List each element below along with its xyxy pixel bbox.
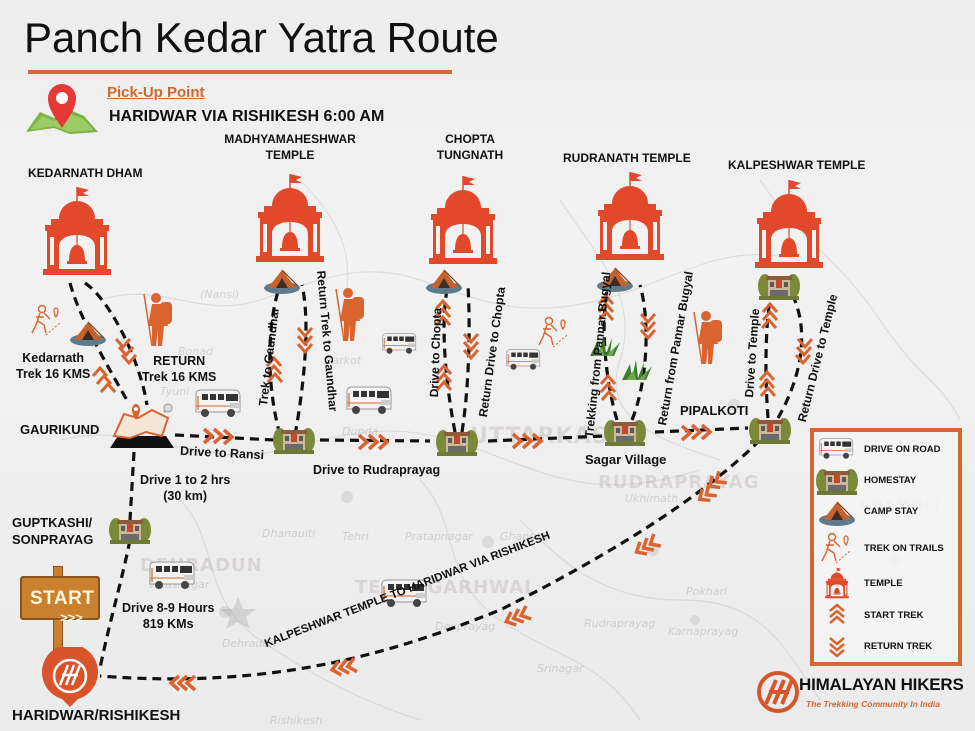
map-town: Bonad [178, 345, 213, 358]
temple-icon [824, 567, 850, 599]
homestay-icon [109, 518, 151, 544]
temple-label-kalpeshwar: KALPESHWAR TEMPLE [728, 158, 866, 172]
chevrons-up-icon [829, 603, 845, 624]
hiker-icon [693, 310, 723, 365]
tent-icon [426, 269, 462, 295]
temple-label-rudranath: RUDRANATH TEMPLE [563, 151, 691, 165]
legend-item-homestay: HOMESTAY [814, 465, 958, 495]
hiker-icon [143, 292, 173, 347]
temple-icon [255, 173, 325, 263]
trek-trail-icon [538, 316, 568, 348]
temple-icon [595, 171, 665, 261]
map-town: Srinagar [537, 662, 584, 675]
legend-item-start-trek: START TREK [814, 600, 958, 630]
van-icon [149, 561, 195, 590]
grass-icon [622, 360, 652, 380]
route-label-kedarnath-trek: Kedarnath Trek 16 KMS [16, 351, 91, 381]
chevrons-down-icon [829, 637, 845, 658]
start-arrows: >>> [60, 610, 83, 625]
start-sign: START >>> [20, 566, 100, 656]
title-underline [28, 70, 452, 74]
route-label-drive-rudraprayag: Drive to Rudraprayag [313, 463, 441, 477]
hiker-icon [335, 287, 365, 342]
van-icon [819, 438, 854, 460]
route-label-drive-haridwar: Drive 8-9 Hours 819 KMs [122, 601, 215, 631]
homestay-icon [604, 420, 646, 446]
brand-name: HIMALAYAN HIKERS [799, 675, 964, 694]
page-title: Panch Kedar Yatra Route [24, 14, 499, 61]
map-town: Rishikesh [270, 714, 323, 727]
temple-icon [428, 175, 498, 265]
temple-label-tungnath: CHOPTA TUNGNATH [436, 132, 504, 162]
legend: DRIVE ON ROAD HOMESTAY CAMP STAY TREK ON… [810, 428, 962, 666]
van-icon [346, 386, 392, 415]
legend-item-return-trek: RETURN TREK [814, 631, 958, 661]
map-town: Dunda [342, 425, 379, 438]
start-label: START [30, 588, 95, 609]
map-town: Karnaprayag [668, 625, 739, 638]
homestay-icon [758, 274, 800, 300]
place-label-haridwar: HARIDWAR/RISHIKESH [12, 707, 181, 724]
map-town: Ghansali [500, 530, 548, 543]
homestay-icon [816, 469, 858, 495]
tent-icon [818, 501, 856, 526]
homestay-icon [436, 430, 478, 456]
legend-item-camp: CAMP STAY [814, 496, 958, 526]
map-town: Pratapnagar [405, 530, 473, 543]
brand: HIMALAYAN HIKERS The Trekking Community … [756, 668, 971, 718]
pickup-value: HARIDWAR VIA RISHIKESH 6:00 AM [109, 108, 385, 125]
temple-icon [754, 179, 824, 269]
map-town: Rudraprayag [584, 617, 656, 630]
pickup-label: Pick-Up Point [107, 84, 205, 101]
tent-icon [70, 321, 106, 347]
place-label-pipalkoti: PIPALKOTI [680, 403, 749, 418]
legend-item-trek: TREK ON TRAILS [814, 532, 958, 564]
map-town: Tehri [342, 530, 369, 543]
brand-tagline: The Trekking Community In India [806, 699, 940, 709]
route-label-drive-guptkashi: Drive 1 to 2 hrs (30 km) [140, 473, 231, 503]
van-icon [506, 349, 541, 371]
trek-trail-icon [821, 532, 851, 564]
tent-icon [264, 269, 300, 295]
van-icon [195, 389, 241, 418]
map-town: Dehradun [222, 637, 277, 650]
map-town: Barkot [325, 354, 362, 367]
map-town: (Nansi) [200, 288, 240, 301]
place-label-sagar-village: Sagar Village [585, 452, 667, 467]
homestay-icon [749, 418, 791, 444]
place-label-guptkashi: GUPTKASHI/ SONPRAYAG [12, 515, 94, 547]
map-town: Tyuni [160, 385, 190, 398]
map-town: Dhanaulti [262, 527, 316, 540]
legend-item-drive: DRIVE ON ROAD [814, 434, 958, 464]
homestay-icon [273, 428, 315, 454]
temple-label-kedarnath: KEDARNATH DHAM [28, 166, 143, 180]
map-town: Ukhimath [625, 492, 679, 505]
temple-label-madhyamaheshwar: MADHYAMAHESHWAR TEMPLE [224, 132, 356, 162]
brand-logo-icon [757, 671, 799, 713]
trek-trail-icon [31, 304, 61, 336]
temple-icon [42, 186, 112, 276]
route-label-return-trek: RETURN Trek 16 KMS [142, 354, 217, 384]
folded-map-icon [110, 403, 174, 448]
van-icon [382, 333, 417, 355]
legend-item-temple: TEMPLE [814, 567, 958, 599]
brand-pin-icon [42, 647, 98, 707]
map-town: Pokhari [686, 585, 728, 598]
place-label-gaurikund: GAURIKUND [20, 422, 100, 437]
map-pin-icon [26, 84, 98, 134]
